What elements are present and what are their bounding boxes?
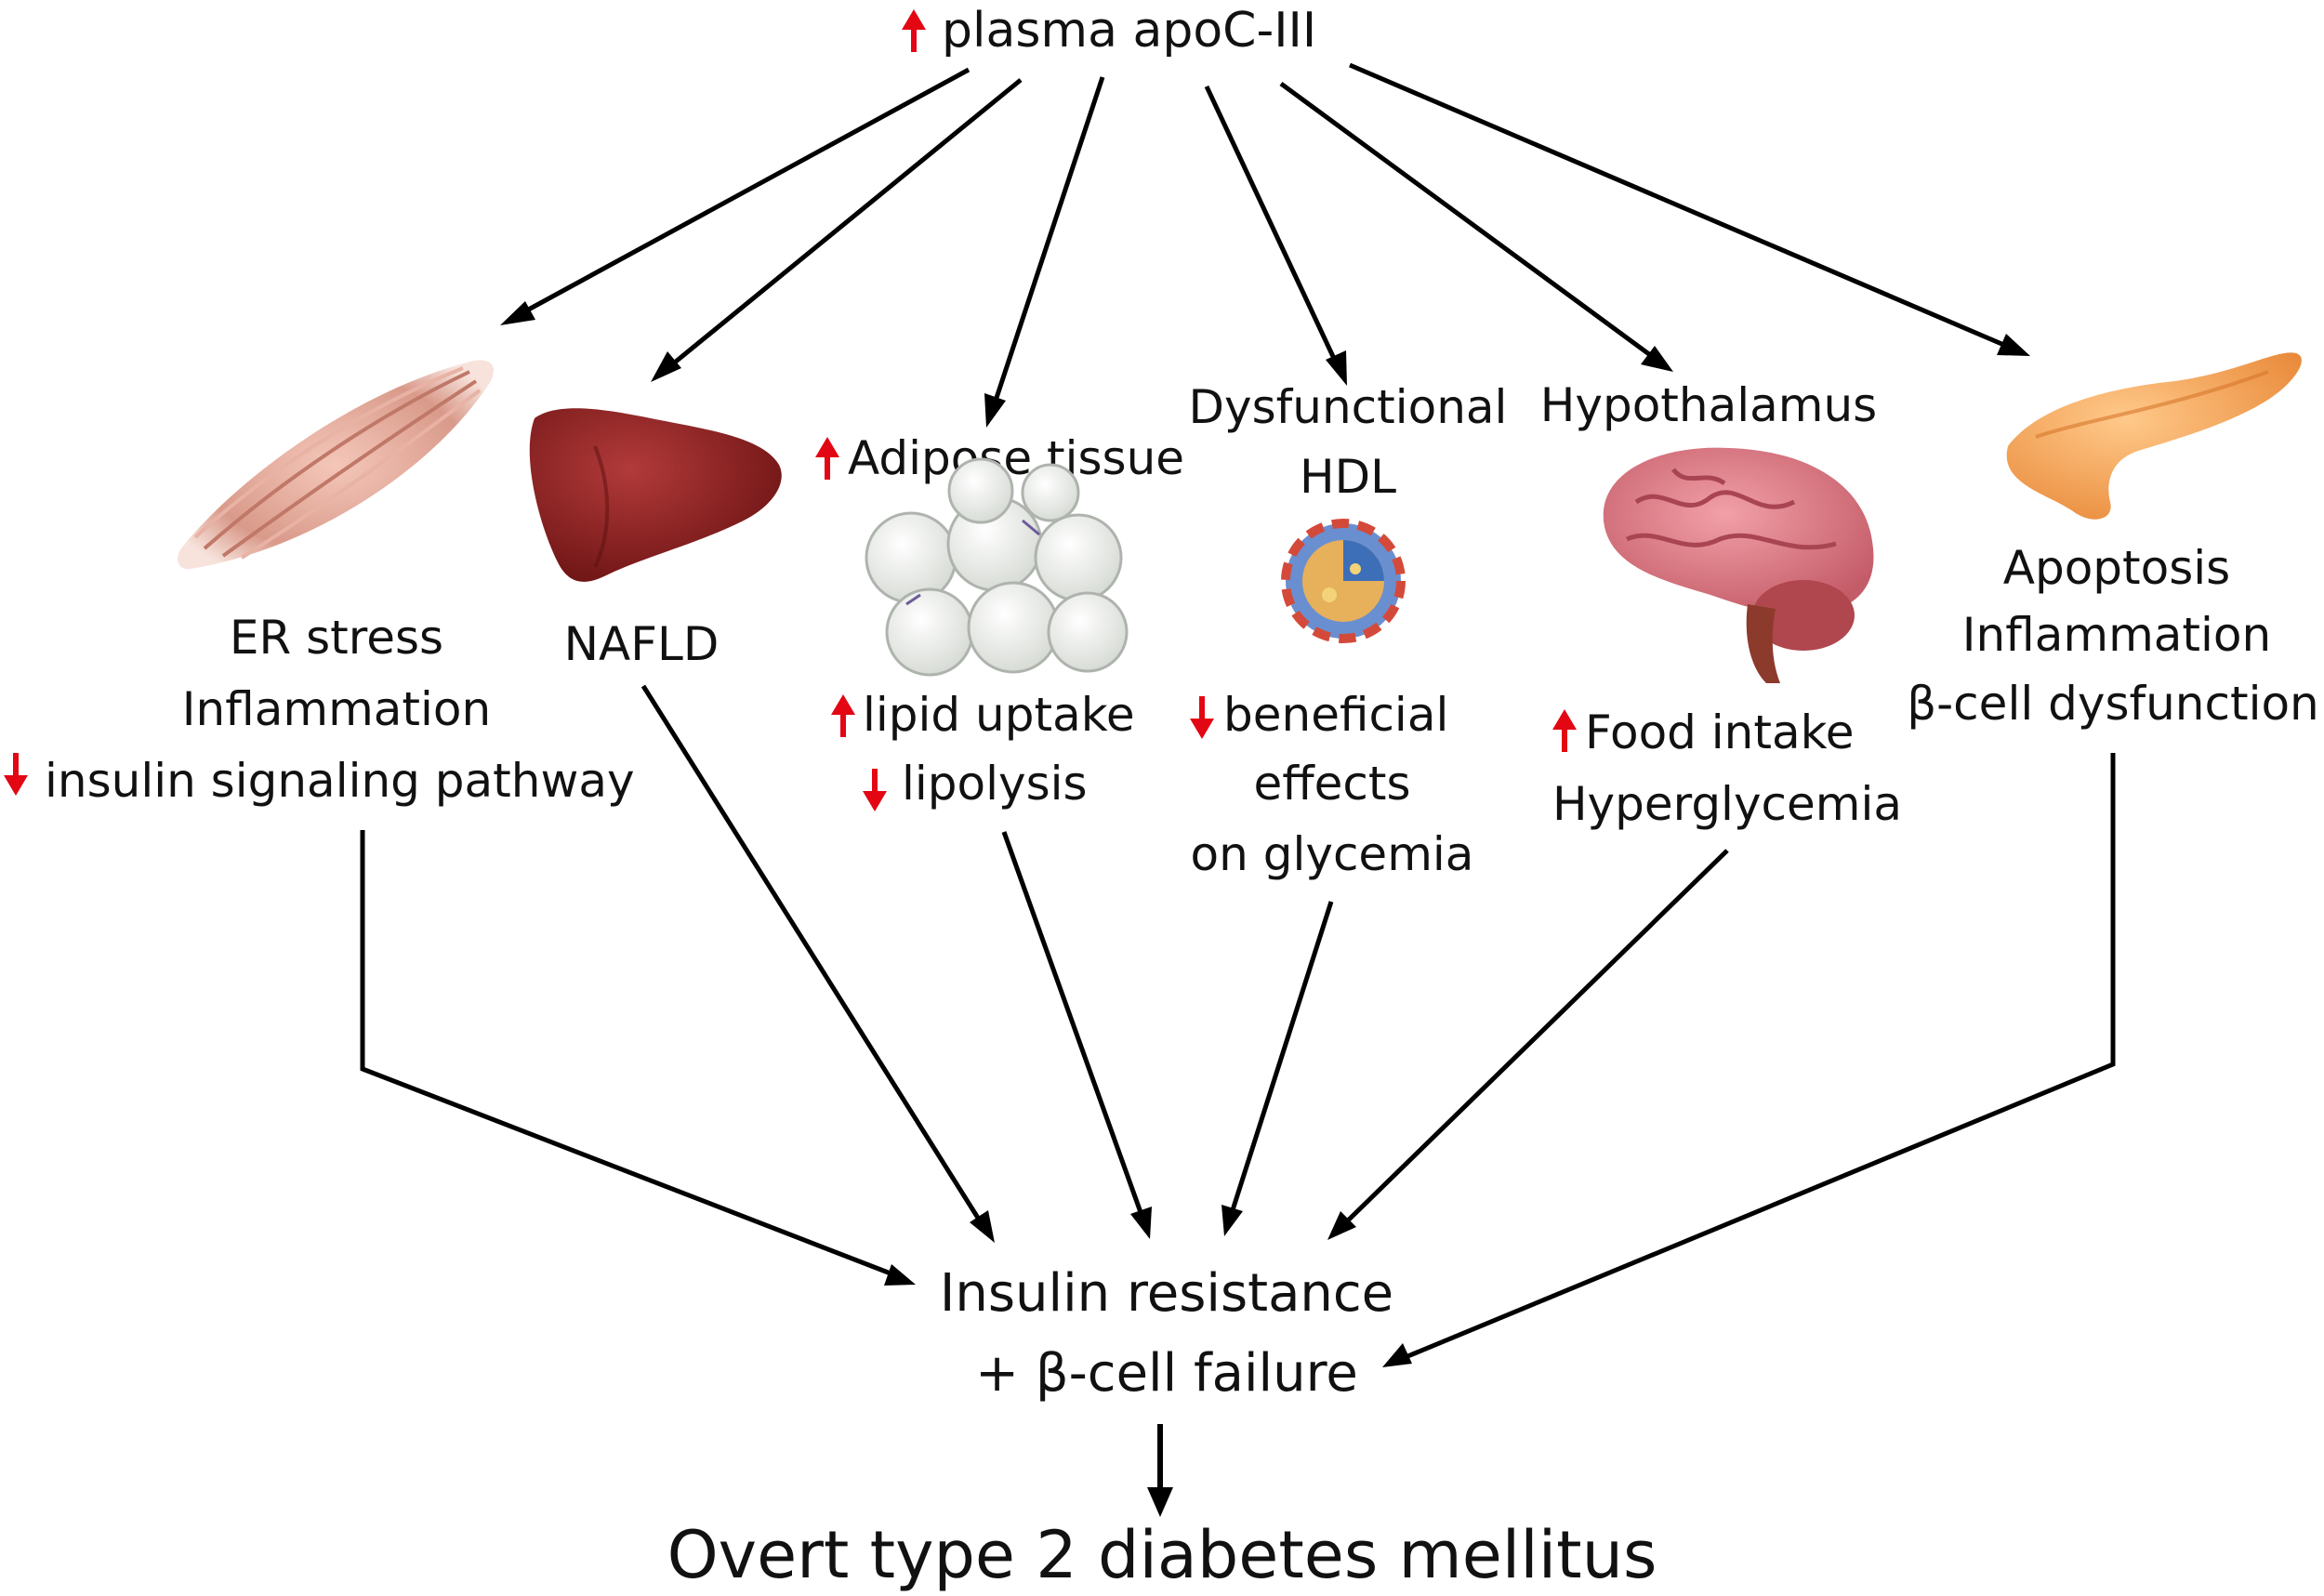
arrow-adipose-to-center: [1001, 831, 1144, 1216]
red-down-arrow-icon: [1190, 696, 1214, 739]
red-down-arrow-icon: [863, 769, 887, 811]
pancreas-line-1: Apoptosis: [2003, 541, 2230, 595]
arrow-head-center-4-icon: [1221, 1205, 1243, 1236]
muscle-line-3: insulin signaling pathway: [45, 754, 635, 808]
hdl-heading-line-1: Dysfunctional: [1189, 380, 1508, 434]
adipose-cells-icon: [865, 457, 1129, 677]
liver-icon: [529, 408, 782, 582]
pancreas-line-2: Inflammation: [1962, 608, 2271, 662]
arrow-hdl-to-center: [1229, 901, 1334, 1214]
arrow-to-muscle: [522, 67, 971, 315]
liver-line-1: NAFLD: [564, 617, 720, 671]
arrow-head-hypothalamus-icon: [1641, 346, 1673, 372]
hdl-line-2: effects: [1253, 757, 1410, 811]
muscle-line-2: Inflammation: [182, 682, 491, 736]
red-up-arrow-icon: [902, 9, 926, 52]
arrow-head-center-3-icon: [1130, 1207, 1152, 1239]
arrow-muscle-to-center: [360, 830, 891, 1276]
hypothalamus-column: Hypothalamus Food intake Hyperglycemia: [1540, 378, 1902, 831]
liver-column: NAFLD: [529, 408, 782, 671]
arrow-head-center-1-icon: [884, 1264, 916, 1286]
hypothalamus-line-1: Food intake: [1585, 706, 1855, 759]
hdl-line-3: on glycemia: [1191, 827, 1474, 881]
bottom-arrows: [360, 684, 2116, 1367]
convergence-line-2: + β-cell failure: [975, 1343, 1358, 1404]
convergence-line-1: Insulin resistance: [940, 1263, 1393, 1324]
red-up-arrow-icon: [1552, 709, 1577, 752]
hypothalamus-heading: Hypothalamus: [1540, 378, 1877, 432]
pancreas-icon: [2006, 352, 2302, 520]
arrow-head-center-2-icon: [970, 1210, 995, 1243]
muscle-column: ER stress Inflammation insulin signaling…: [4, 360, 635, 808]
hdl-column: Dysfunctional HDL beneficial effects on …: [1189, 380, 1508, 881]
muscle-line-1: ER stress: [230, 611, 443, 665]
adipose-column: Adipose tissue lipid uptake lipolysis: [815, 431, 1184, 811]
red-up-arrow-icon: [831, 694, 855, 737]
arrow-head-adipose-icon: [984, 393, 1006, 428]
pancreas-line-3: β-cell dysfunction: [1907, 677, 2319, 731]
adipose-line-1: lipid uptake: [863, 688, 1135, 742]
arrow-head-hdl-icon: [1326, 350, 1347, 386]
arrow-head-liver-icon: [651, 351, 681, 382]
arrow-head-center-6-icon: [1382, 1343, 1412, 1367]
arrow-pancreas-to-center: [1405, 753, 2116, 1360]
arrow-head-pancreas-icon: [1997, 334, 2030, 356]
arrow-liver-to-center: [640, 684, 984, 1224]
top-label: plasma apoC-III: [942, 3, 1316, 59]
hdl-line-1: beneficial: [1223, 688, 1448, 742]
top-arrows: [500, 62, 2030, 428]
brain-icon: [1603, 447, 1874, 683]
arrow-hypothalamus-to-center: [1344, 849, 1729, 1224]
arrow-to-liver: [669, 78, 1023, 367]
red-up-arrow-icon: [815, 437, 839, 480]
arrow-head-center-5-icon: [1327, 1211, 1356, 1240]
hdl-heading-line-2: HDL: [1300, 450, 1396, 504]
pancreas-column: Apoptosis Inflammation β-cell dysfunctio…: [1907, 352, 2319, 731]
arrow-to-hypothalamus: [1279, 81, 1655, 360]
arrow-to-hdl: [1204, 85, 1339, 364]
arrow-head-outcome-icon: [1147, 1487, 1173, 1517]
arrow-to-pancreas: [1349, 62, 2007, 349]
muscle-icon: [178, 360, 494, 570]
top-node: plasma apoC-III: [902, 3, 1316, 59]
red-down-arrow-icon: [4, 753, 28, 796]
outcome-label: Overt type 2 diabetes mellitus: [667, 1517, 1657, 1593]
arrow-to-adipose: [992, 76, 1105, 404]
arrow-head-muscle-icon: [500, 301, 535, 325]
convergence-node: Insulin resistance + β-cell failure: [940, 1263, 1393, 1404]
hypothalamus-line-2: Hyperglycemia: [1552, 777, 1902, 831]
hdl-particle-icon: [1281, 519, 1406, 643]
adipose-heading: Adipose tissue: [848, 431, 1184, 485]
adipose-line-2: lipolysis: [902, 757, 1088, 811]
